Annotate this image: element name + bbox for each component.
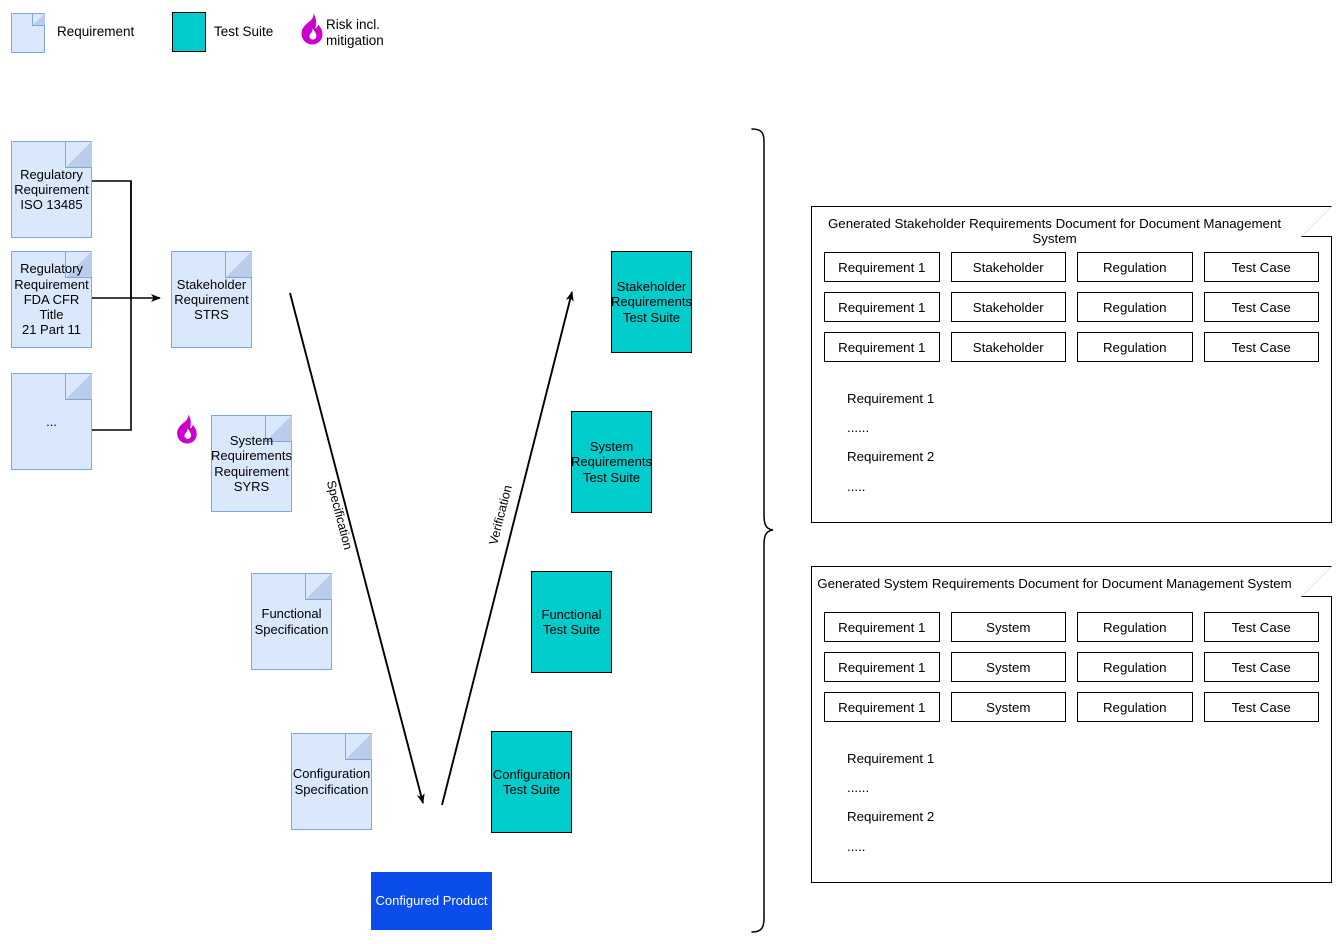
generated-stakeholder-requirements-document[interactable]: Generated Stakeholder Requirements Docum… (811, 205, 1333, 523)
regulatory-connectors (92, 180, 161, 431)
table-cell[interactable]: Test Case (1203, 612, 1319, 642)
legend-label-risk: Risk incl. mitigation (326, 17, 384, 49)
specification-edge-label: Specification (323, 478, 356, 552)
node-configuration-test-suite[interactable]: Configuration Test Suite (491, 731, 572, 833)
v-model-arrows (289, 291, 574, 806)
legend-test-suite-icon (172, 12, 206, 52)
legend-flame-icon (296, 12, 326, 46)
node-regulatory-requirement-more[interactable]: ... (11, 373, 92, 470)
legend-label-test-suite: Test Suite (214, 24, 274, 39)
fold-corner (65, 141, 92, 168)
node-label: Stakeholder Requirement STRS (174, 276, 249, 323)
node-label: Stakeholder Requirements Test Suite (611, 279, 692, 325)
grouping-brace (751, 128, 774, 933)
node-regulatory-requirement-iso[interactable]: Regulatory Requirement ISO 13485 (11, 141, 92, 238)
fold-edge (265, 415, 292, 442)
table-cell[interactable]: Regulation (1077, 612, 1193, 642)
fold-corner (225, 251, 252, 278)
node-label: System Requirements Requirement SYRS (211, 432, 292, 494)
table-cell[interactable]: Stakeholder (950, 252, 1066, 282)
table-cell[interactable]: System (950, 612, 1066, 642)
table-cell[interactable]: Requirement 1 (824, 292, 940, 322)
generated-system-requirements-document[interactable]: Generated System Requirements Document f… (811, 565, 1333, 883)
fold-corner (65, 251, 92, 278)
table-cell[interactable]: Stakeholder (950, 292, 1066, 322)
fold-corner-icon (1302, 565, 1333, 596)
table-cell[interactable]: Test Case (1203, 292, 1319, 322)
specification-arrow (289, 292, 425, 804)
fold-edge (305, 573, 332, 600)
table-row: Requirement 1 System Regulation Test Cas… (824, 692, 1319, 722)
table-row: Requirement 1 Stakeholder Regulation Tes… (824, 292, 1319, 322)
fold-edge (65, 141, 92, 168)
table-cell[interactable]: Requirement 1 (824, 652, 940, 682)
table-cell[interactable]: Regulation (1077, 692, 1193, 722)
node-configuration-specification[interactable]: Configuration Specification (291, 733, 372, 830)
fold-edge (65, 251, 92, 278)
document-title: Generated System Requirements Document f… (817, 576, 1292, 591)
table-cell[interactable]: Requirement 1 (824, 612, 940, 642)
node-configured-product[interactable]: Configured Product (371, 872, 492, 930)
node-label: Configuration Test Suite (492, 766, 571, 797)
fold-corner (345, 733, 372, 760)
fold-corner (65, 373, 92, 400)
node-regulatory-requirement-fda[interactable]: Regulatory Requirement FDA CFR Title 21 … (11, 251, 92, 348)
legend-document-icon (11, 13, 45, 53)
document-body-line: ...... (847, 780, 870, 795)
fold-corner (265, 415, 292, 442)
table-cell[interactable]: System (950, 652, 1066, 682)
document-body-line: ..... (847, 839, 866, 854)
verification-arrow (441, 291, 574, 806)
node-functional-test-suite[interactable]: Functional Test Suite (531, 571, 612, 673)
table-cell[interactable]: Test Case (1203, 252, 1319, 282)
node-system-requirements-syrs[interactable]: System Requirements Requirement SYRS (211, 415, 292, 512)
document-body-line: Requirement 1 (847, 391, 935, 406)
table-cell[interactable]: Test Case (1203, 652, 1319, 682)
node-label: Regulatory Requirement FDA CFR Title 21 … (14, 261, 89, 338)
risk-flame-icon (172, 413, 200, 445)
node-system-requirements-test-suite[interactable]: System Requirements Test Suite (571, 411, 652, 513)
document-body-line: Requirement 1 (847, 751, 935, 766)
document-title: Generated Stakeholder Requirements Docum… (827, 216, 1282, 246)
fold-corner (305, 573, 332, 600)
node-label: Regulatory Requirement ISO 13485 (14, 166, 89, 213)
node-label: Configuration Specification (292, 766, 371, 797)
table-cell[interactable]: Regulation (1077, 252, 1193, 282)
fold-corner-icon (1302, 205, 1333, 236)
table-row: Requirement 1 Stakeholder Regulation Tes… (824, 252, 1319, 282)
node-label: Configured Product (375, 893, 488, 909)
fold-edge (345, 733, 372, 760)
node-stakeholder-requirement-strs[interactable]: Stakeholder Requirement STRS (171, 251, 252, 348)
node-label: ... (46, 413, 57, 429)
table-cell[interactable]: System (950, 692, 1066, 722)
table-row: Requirement 1 System Regulation Test Cas… (824, 652, 1319, 682)
node-stakeholder-requirements-test-suite[interactable]: Stakeholder Requirements Test Suite (611, 251, 692, 353)
document-body-line: ...... (847, 420, 870, 435)
fold-edge (65, 373, 92, 400)
table-cell[interactable]: Regulation (1077, 652, 1193, 682)
document-body-line: ..... (847, 479, 866, 494)
node-functional-specification[interactable]: Functional Specification (251, 573, 332, 670)
node-label: Functional Test Suite (541, 606, 602, 637)
table-cell[interactable]: Requirement 1 (824, 332, 940, 362)
table-row: Requirement 1 System Regulation Test Cas… (824, 612, 1319, 642)
fold-edge (32, 13, 45, 26)
table-cell[interactable]: Regulation (1077, 332, 1193, 362)
table-cell[interactable]: Test Case (1203, 692, 1319, 722)
document-body-line: Requirement 2 (847, 809, 935, 824)
fold-corner (32, 13, 45, 26)
legend-label-requirement: Requirement (57, 24, 135, 39)
table-cell[interactable]: Regulation (1077, 292, 1193, 322)
node-label: System Requirements Test Suite (571, 439, 652, 485)
verification-edge-label: Verification (486, 483, 515, 547)
table-cell[interactable]: Stakeholder (950, 332, 1066, 362)
table-cell[interactable]: Requirement 1 (824, 692, 940, 722)
document-body-line: Requirement 2 (847, 449, 935, 464)
table-row: Requirement 1 Stakeholder Regulation Tes… (824, 332, 1319, 362)
table-cell[interactable]: Test Case (1203, 332, 1319, 362)
node-label: Functional Specification (254, 606, 329, 637)
table-cell[interactable]: Requirement 1 (824, 252, 940, 282)
fold-edge (225, 251, 252, 278)
